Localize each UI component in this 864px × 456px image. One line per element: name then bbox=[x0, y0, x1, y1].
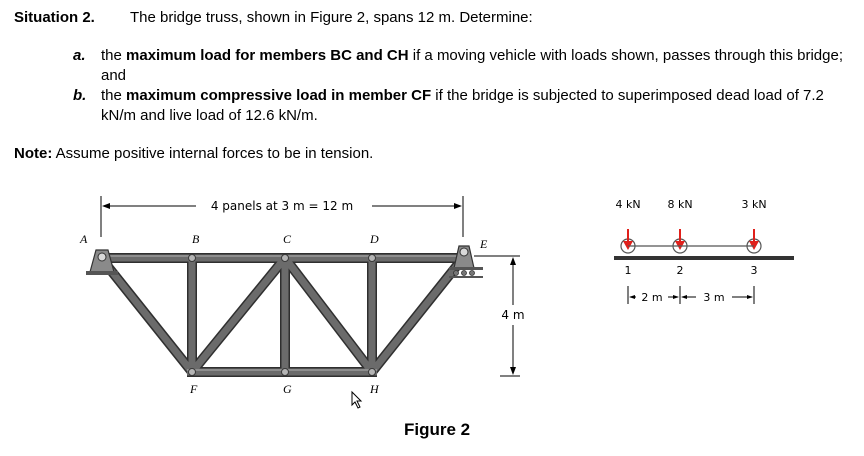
axle-2-label: 2 bbox=[677, 264, 684, 277]
joint-h bbox=[368, 368, 376, 376]
spacing-2-label: 3 m bbox=[703, 291, 724, 304]
item-b-pre: the bbox=[101, 87, 127, 104]
axle-3-label: 3 bbox=[751, 264, 758, 277]
load-1-arrow-icon bbox=[620, 229, 636, 254]
height-arrow-bottom bbox=[510, 367, 516, 375]
vehicle-load-diagram: 4 kN 8 kN 3 kN 1 2 3 bbox=[614, 198, 794, 304]
node-label-h: H bbox=[369, 382, 380, 396]
node-label-f: F bbox=[189, 382, 198, 396]
note-label: Note: bbox=[14, 145, 53, 162]
node-label-e: E bbox=[479, 237, 488, 251]
load-2-arrow-icon bbox=[672, 229, 688, 254]
node-label-g: G bbox=[283, 382, 292, 396]
span-arrow-left bbox=[102, 203, 110, 209]
note-text: Assume positive internal forces to be in… bbox=[52, 145, 374, 162]
span-arrow-right bbox=[454, 203, 462, 209]
item-a-post: if a moving vehicle with loads shown, pa… bbox=[101, 47, 843, 84]
node-label-a: A bbox=[79, 232, 88, 246]
truss-members bbox=[96, 253, 470, 377]
span-dimension bbox=[100, 196, 464, 237]
joint-d bbox=[368, 254, 376, 262]
note: Note: Assume positive internal forces to… bbox=[14, 145, 373, 162]
span-label: 4 panels at 3 m = 12 m bbox=[211, 199, 353, 213]
item-a-text: the maximum load for members BC and CH i… bbox=[101, 46, 853, 86]
spacing-1-label: 2 m bbox=[641, 291, 662, 304]
item-a-bold: maximum load for members BC and CH bbox=[126, 47, 409, 64]
truss-joints bbox=[188, 254, 376, 376]
roller-support-icon bbox=[449, 245, 483, 278]
load-3-label: 3 kN bbox=[741, 198, 766, 211]
load-2-label: 8 kN bbox=[667, 198, 692, 211]
load-1-label: 4 kN bbox=[615, 198, 640, 211]
item-a-marker: a. bbox=[73, 47, 86, 64]
problem-intro: The bridge truss, shown in Figure 2, spa… bbox=[130, 9, 533, 26]
axle-1-label: 1 bbox=[625, 264, 632, 277]
height-arrow-top bbox=[510, 257, 516, 265]
item-b-bold: maximum compressive load in member CF bbox=[126, 87, 432, 104]
node-label-d: D bbox=[369, 232, 379, 246]
item-b-post: if the bridge is subjected to superimpos… bbox=[101, 87, 824, 124]
item-a-pre: the bbox=[101, 47, 127, 64]
load-3-arrow-icon bbox=[746, 229, 762, 254]
item-b-text: the maximum compressive load in member C… bbox=[101, 86, 853, 126]
joint-b bbox=[188, 254, 196, 262]
road-surface bbox=[614, 256, 794, 260]
pin-support-icon bbox=[86, 249, 118, 275]
height-label: 4 m bbox=[501, 308, 524, 322]
joint-c bbox=[281, 254, 289, 262]
item-b-marker: b. bbox=[73, 87, 87, 104]
joint-f bbox=[188, 368, 196, 376]
height-dimension bbox=[474, 255, 520, 377]
node-label-c: C bbox=[283, 232, 292, 246]
joint-g bbox=[281, 368, 289, 376]
figure-caption: Figure 2 bbox=[404, 420, 471, 439]
node-label-b: B bbox=[192, 232, 200, 246]
situation-heading: Situation 2. bbox=[14, 9, 95, 26]
mouse-cursor-icon bbox=[351, 390, 363, 409]
